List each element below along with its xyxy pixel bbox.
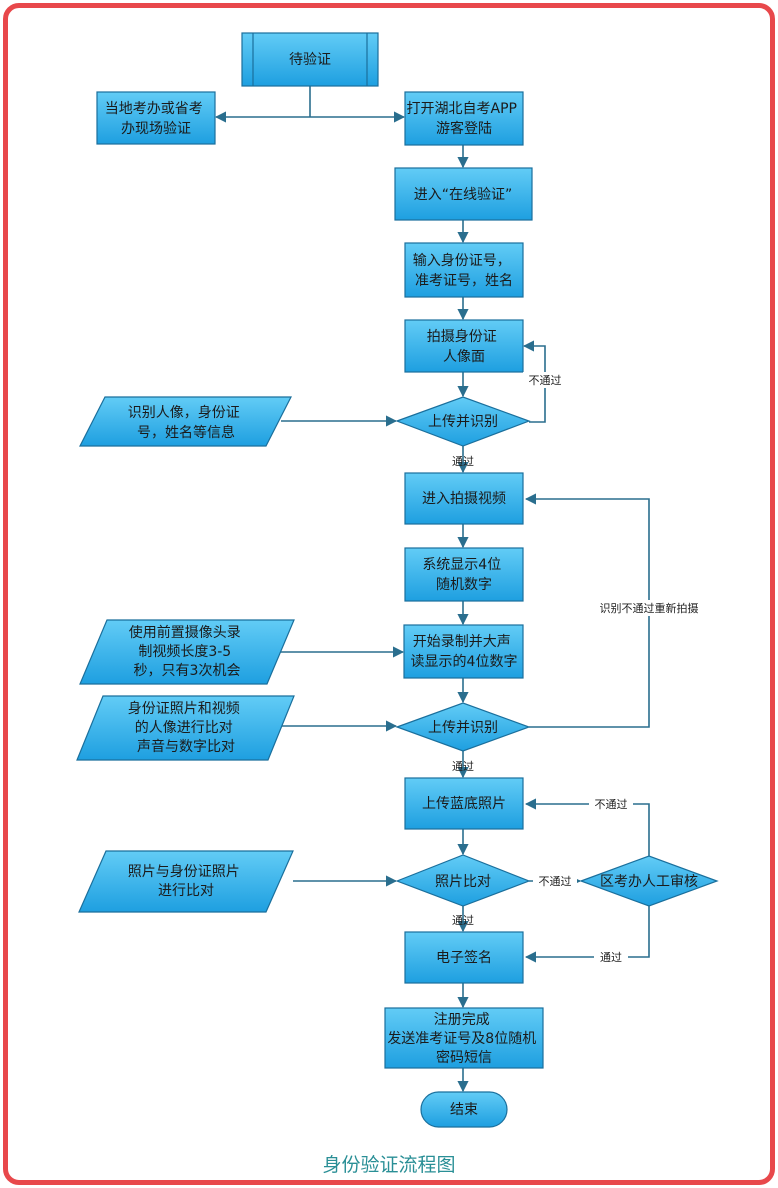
- node-record: [403, 624, 524, 679]
- node-info3: [76, 695, 295, 761]
- node-start: [241, 32, 379, 87]
- node-compare: [395, 854, 531, 907]
- node-info3-text: 身份证照片和视频 的人像进行比对 声音与数字比对: [128, 701, 244, 755]
- node-photo-id-text: 拍摄身份证 人像面: [427, 329, 501, 365]
- edge-label-retake: 识别不通过重新拍摄: [600, 601, 699, 615]
- node-online: [394, 167, 533, 221]
- node-digits-text: 系统显示4位 随机数字: [422, 557, 505, 593]
- node-info1: [79, 396, 292, 447]
- node-record-text: 开始录制并大声 读显示的4位数字: [411, 634, 518, 670]
- edge-label-pass2: 通过: [452, 760, 474, 773]
- edge-label-pass4: 通过: [600, 951, 622, 964]
- node-info4-text: 照片与身份证照片 进行比对: [128, 864, 244, 899]
- node-done: [384, 1007, 544, 1069]
- node-input-id: [404, 242, 524, 298]
- edge-label-fail3: 不通过: [539, 875, 572, 888]
- node-upload2: [395, 702, 531, 752]
- node-app-text: 打开湖北自考APP 游客登陆: [407, 100, 522, 137]
- node-photo-id: [404, 319, 524, 373]
- edge-manual-blue: [524, 798, 650, 856]
- node-info2-text: 使用前置摄像头录 制视频长度3-5 秒，只有3次机会: [129, 624, 245, 679]
- node-online-text: 进入“在线验证”: [414, 187, 513, 203]
- node-video: [404, 472, 524, 525]
- edge-manual-sign: [524, 906, 650, 963]
- node-done-text: 注册完成 发送准考证号及8位随机 密码短信: [387, 1012, 540, 1066]
- node-upload1: [395, 396, 531, 447]
- node-info1-text: 识别人像，身份证 号，姓名等信息: [128, 405, 244, 441]
- node-blue-text: 上传蓝底照片: [422, 796, 506, 812]
- node-manual-text: 区考办人工审核: [600, 874, 698, 890]
- node-upload2-text: 上传并识别: [428, 720, 498, 736]
- node-start-text: 待验证: [289, 52, 331, 68]
- node-video-text: 进入拍摄视频: [422, 491, 506, 507]
- node-end-text: 结束: [450, 1102, 478, 1118]
- node-manual: [579, 855, 719, 907]
- node-local-text: 当地考办或省考 办现场验证: [105, 101, 207, 137]
- node-local: [96, 91, 216, 145]
- page-frame: [3, 3, 775, 1185]
- node-end: [420, 1091, 508, 1128]
- edge-label-fail2: 不通过: [595, 798, 628, 811]
- edge-label-pass3: 通过: [452, 914, 474, 927]
- node-sign: [404, 931, 524, 984]
- node-blue: [404, 777, 524, 830]
- edge-label-fail1: 不通过: [529, 374, 562, 387]
- node-sign-text: 电子签名: [436, 949, 492, 966]
- node-info4: [78, 850, 294, 913]
- node-app: [404, 91, 524, 146]
- node-digits: [404, 547, 524, 602]
- connectors: [214, 86, 650, 1093]
- diagram-title: 身份验证流程图: [322, 1154, 456, 1176]
- node-compare-text: 照片比对: [435, 874, 491, 890]
- node-upload1-text: 上传并识别: [428, 414, 498, 430]
- node-input-id-text: 输入身份证号， 准考证号，姓名: [413, 253, 515, 289]
- node-info2: [79, 619, 295, 685]
- edge-label-pass1: 通过: [452, 455, 474, 468]
